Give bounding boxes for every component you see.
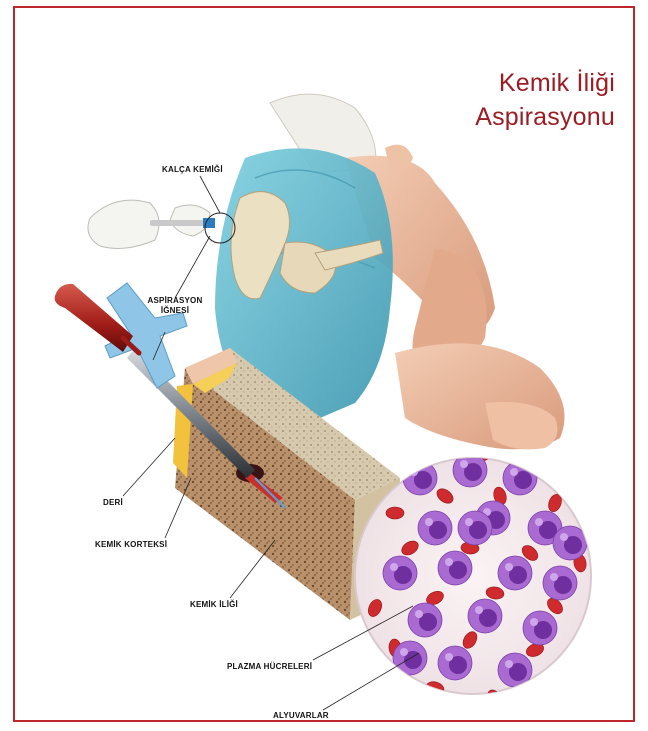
label-bone-marrow: KEMİK İLİĞİ: [190, 600, 238, 610]
red-blood-cell: [554, 659, 566, 677]
title-line-2: Aspirasyonu: [475, 100, 615, 134]
label-skin: DERİ: [103, 498, 123, 508]
gloved-hands: [88, 200, 215, 248]
plasma-cell: [543, 566, 577, 600]
plasma-cell: [458, 511, 492, 545]
title-line-1: Kemik İliği: [475, 66, 615, 100]
label-bone-cortex: KEMİK KORTEKSİ: [95, 540, 167, 550]
plasma-cell: [408, 603, 442, 637]
plasma-cell: [383, 556, 417, 590]
plasma-cell: [498, 556, 532, 590]
plasma-cell: [438, 646, 472, 680]
label-aspiration-needle-line2: İĞNESİ: [145, 306, 205, 316]
plasma-cell: [503, 461, 537, 495]
illustration-frame: Kemik İliği Aspirasyonu KALÇA KEMİĞİ ASP…: [13, 6, 635, 722]
plasma-cell: [468, 599, 502, 633]
label-aspiration-needle: ASPİRASYON İĞNESİ: [145, 296, 205, 316]
plasma-cell: [418, 511, 452, 545]
plasma-cell: [523, 611, 557, 645]
plasma-cell: [403, 461, 437, 495]
label-red-blood-cells: ALYUVARLAR: [273, 711, 329, 721]
plasma-cell: [438, 551, 472, 585]
red-blood-cell: [386, 507, 404, 519]
illustration-title: Kemik İliği Aspirasyonu: [475, 66, 615, 134]
label-aspiration-needle-line1: ASPİRASYON: [145, 296, 205, 306]
label-plasma-cells: PLAZMA HÜCRELERİ: [227, 662, 312, 672]
plasma-cell: [553, 526, 587, 560]
label-hip-bone: KALÇA KEMİĞİ: [162, 165, 223, 175]
red-blood-cell: [435, 440, 456, 457]
